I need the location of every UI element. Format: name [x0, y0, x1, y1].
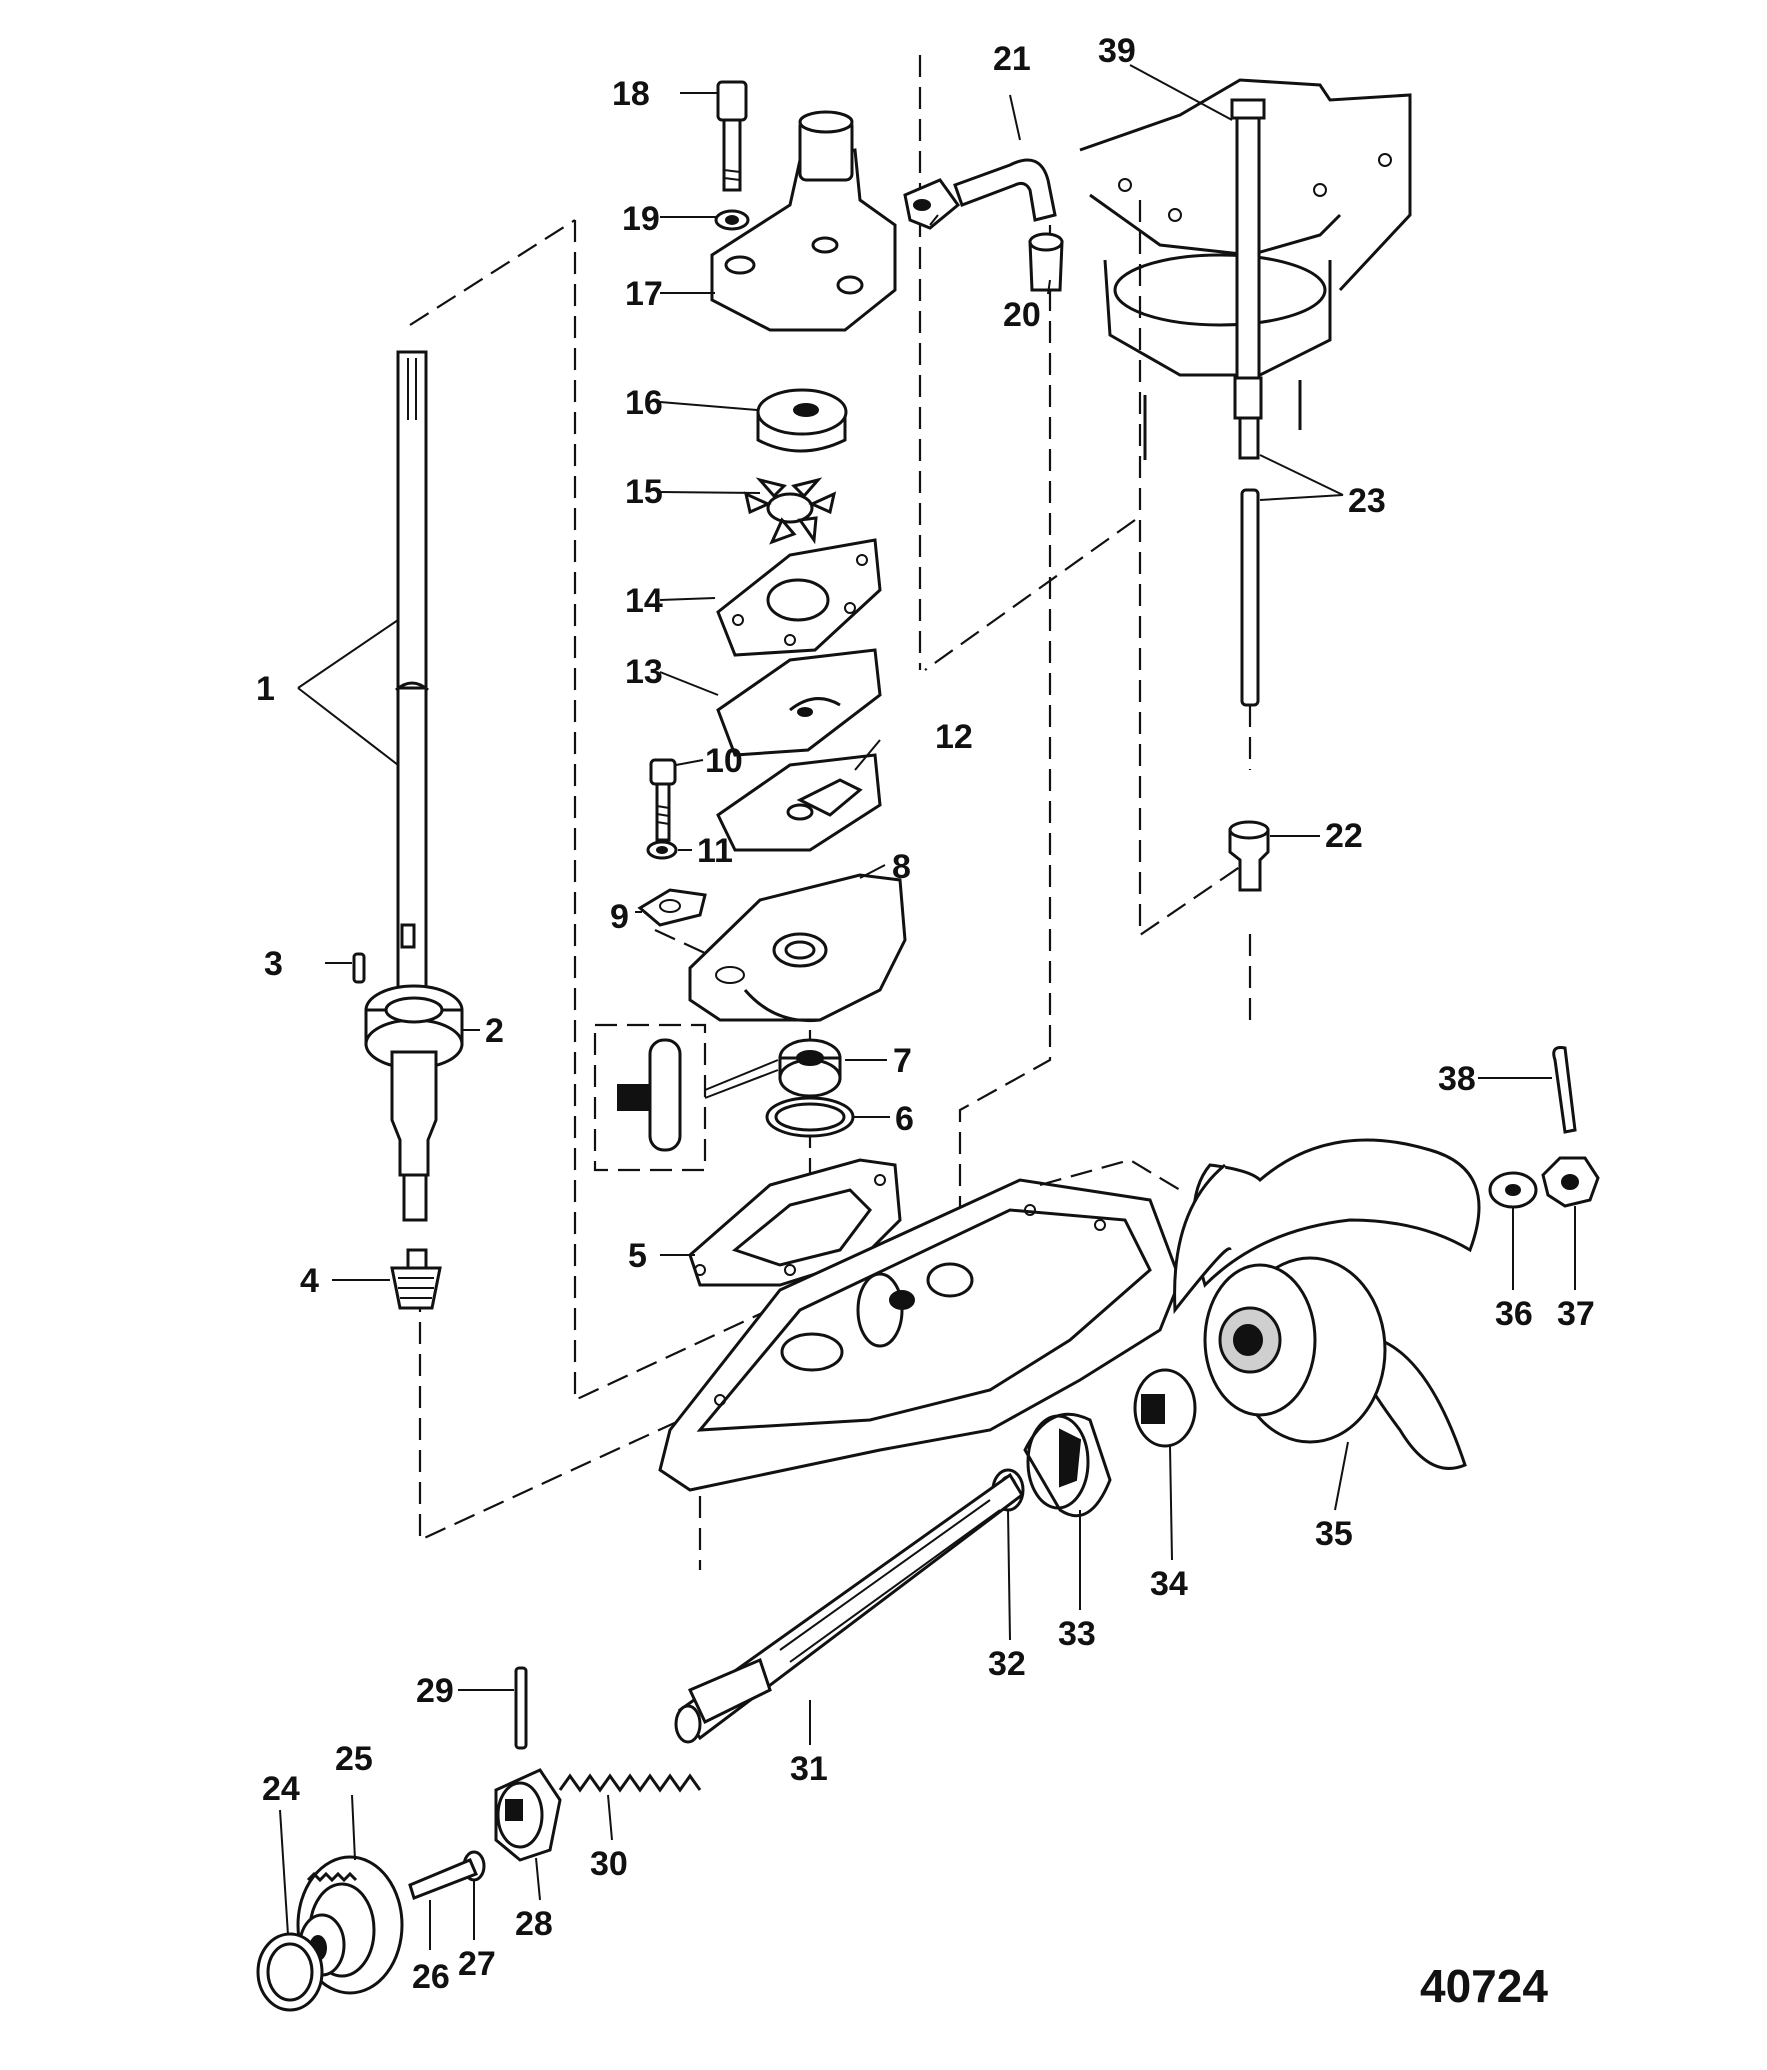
label-part-10: 10: [705, 742, 743, 780]
label-part-6: 6: [895, 1100, 914, 1138]
propeller-shaft-assembly: [256, 1368, 1197, 2012]
label-part-4: 4: [300, 1262, 319, 1300]
label-part-1: 1: [256, 670, 275, 708]
prop-hardware: [1488, 1046, 1600, 1209]
label-part-13: 13: [625, 653, 663, 691]
shift-shaft: [1228, 98, 1270, 892]
label-part-15: 15: [625, 473, 663, 511]
label-part-30: 30: [590, 1845, 628, 1883]
label-part-17: 17: [625, 275, 663, 313]
label-part-24: 24: [262, 1770, 300, 1808]
label-part-23: 23: [1348, 482, 1386, 520]
label-part-8: 8: [892, 848, 911, 886]
label-part-38: 38: [1438, 1060, 1476, 1098]
label-part-28: 28: [515, 1905, 553, 1943]
label-part-31: 31: [790, 1750, 828, 1788]
label-part-2: 2: [485, 1012, 504, 1050]
label-part-25: 25: [335, 1740, 373, 1778]
label-part-18: 18: [612, 75, 650, 113]
label-part-32: 32: [988, 1645, 1026, 1683]
label-part-27: 27: [458, 1945, 496, 1983]
label-part-19: 19: [622, 200, 660, 238]
gear-housing: [658, 1158, 1182, 1492]
label-part-33: 33: [1058, 1615, 1096, 1653]
label-part-16: 16: [625, 384, 663, 422]
label-part-22: 22: [1325, 817, 1363, 855]
label-part-5: 5: [628, 1237, 647, 1275]
label-part-21: 21: [993, 40, 1031, 78]
label-part-37: 37: [1557, 1295, 1595, 1333]
label-part-39: 39: [1098, 32, 1136, 70]
label-part-9: 9: [610, 898, 629, 936]
label-part-20: 20: [1003, 296, 1041, 334]
label-part-3: 3: [264, 945, 283, 983]
label-part-14: 14: [625, 582, 663, 620]
label-part-11: 11: [697, 832, 733, 870]
part-labels: 1 2 3 4 5 6 7 8 9 10 11 12 13 14 15 16 1…: [256, 32, 1595, 1996]
label-part-7: 7: [893, 1042, 912, 1080]
label-part-34: 34: [1150, 1565, 1188, 1603]
label-part-35: 35: [1315, 1515, 1353, 1553]
label-part-29: 29: [416, 1672, 454, 1710]
water-pump-stack: [593, 80, 907, 1287]
label-part-12: 12: [935, 718, 973, 756]
label-part-36: 36: [1495, 1295, 1533, 1333]
driveshaft: [352, 350, 464, 1310]
water-tube: [903, 158, 1064, 292]
propeller: [1173, 1138, 1481, 1470]
leader-lines: [279, 64, 1576, 1950]
label-part-26: 26: [412, 1958, 450, 1996]
drawing-number: 40724: [1420, 1960, 1548, 2012]
